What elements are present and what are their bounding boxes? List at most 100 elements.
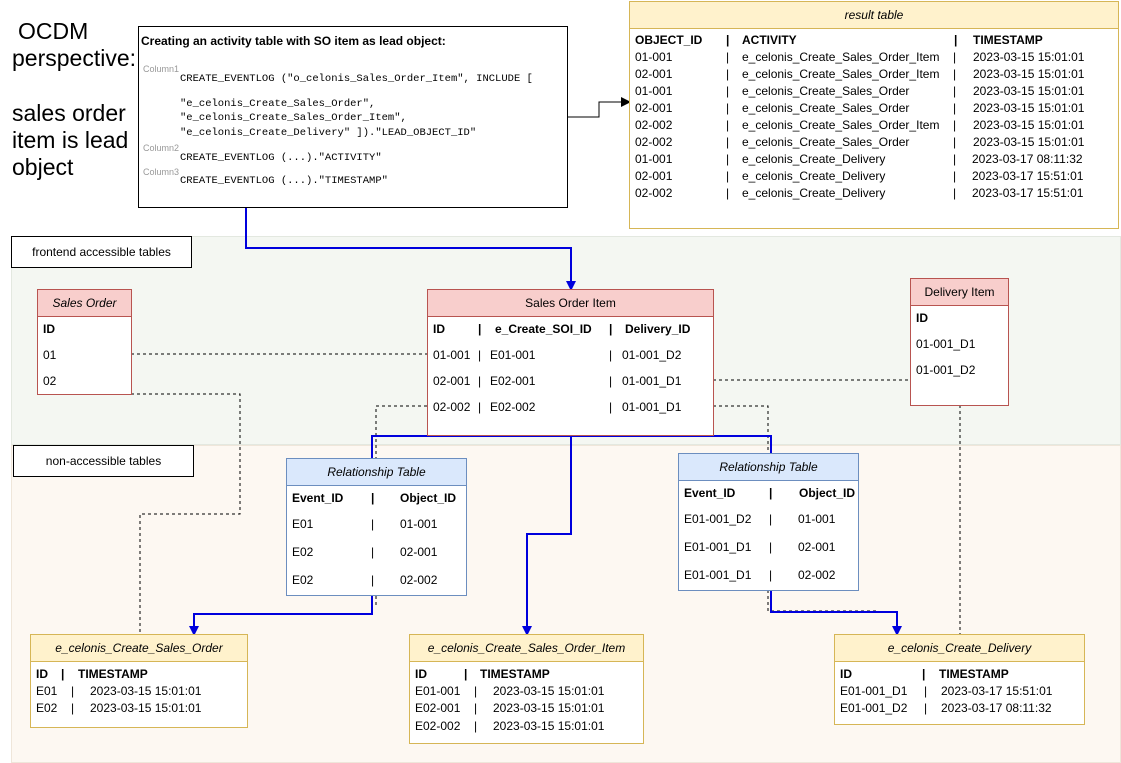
rel-header-event-id: Event_ID — [292, 491, 344, 505]
result-cell-timestamp: 2023-03-15 15:01:01 — [973, 84, 1085, 98]
soi-cell-sep: | — [609, 400, 613, 414]
result-header-timestamp: TIMESTAMP — [973, 33, 1043, 47]
result-row: 02-001|e_celonis_Create_Delivery|2023-03… — [630, 169, 1118, 186]
sales-order-title: Sales Order — [38, 290, 131, 317]
result-cell-sep: | — [726, 118, 730, 132]
event-cell-id: E01-001_D1 — [840, 684, 908, 698]
result-cell-object-id: 02-001 — [635, 169, 673, 183]
result-cell-activity: e_celonis_Create_Sales_Order — [742, 84, 910, 98]
event-cell-timestamp: 2023-03-15 15:01:01 — [90, 684, 202, 698]
soi-cell-sep: | — [478, 374, 482, 388]
rel-cell-event-id: E01-001_D1 — [684, 568, 752, 582]
relationship-row: E01-001_D1|02-001 — [679, 540, 858, 557]
flow-arrows — [189, 208, 902, 636]
soi-cell-event-id: E02-002 — [490, 400, 536, 414]
relationship-table-title: Relationship Table — [679, 454, 858, 481]
rel-cell-object-id: 01-001 — [400, 517, 438, 531]
non-accessible-zone-label: non-accessible tables — [13, 445, 194, 477]
delivery-item-header-id: ID — [916, 311, 928, 325]
perspective-caption: OCDM perspective: sales order item is le… — [12, 18, 142, 181]
result-cell-sep: | — [953, 67, 957, 81]
column1-code-line2: "e_celonis_Create_Sales_Order", — [180, 98, 376, 110]
rel-header-event-id: Event_ID — [684, 486, 736, 500]
result-cell-object-id: 01-001 — [635, 50, 673, 64]
result-cell-sep: | — [953, 152, 957, 166]
soi-header-delivery-id: Delivery_ID — [625, 322, 691, 336]
perspective-line-1: OCDM — [18, 18, 89, 44]
sales-order-item-table: Sales Order Item ID | e_Create_SOI_ID | … — [427, 289, 714, 436]
event-cell-sep: | — [474, 684, 478, 698]
event-row: E02-002|2023-03-15 15:01:01 — [410, 719, 643, 736]
event-cell-sep: | — [71, 701, 75, 715]
event-cell-id: E01-001_D2 — [840, 701, 908, 715]
event-cell-timestamp: 2023-03-15 15:01:01 — [493, 719, 605, 733]
result-cell-object-id: 02-002 — [635, 118, 673, 132]
soi-cell-event-id: E01-001 — [490, 348, 536, 362]
result-cell-activity: e_celonis_Create_Delivery — [742, 152, 886, 166]
event-header-timestamp: TIMESTAMP — [939, 667, 1009, 681]
result-cell-sep: | — [726, 84, 730, 98]
result-cell-sep: | — [953, 101, 957, 115]
result-cell-sep: | — [726, 101, 730, 115]
result-row: 01-001|e_celonis_Create_Sales_Order|2023… — [630, 84, 1118, 101]
result-cell-object-id: 02-002 — [635, 135, 673, 149]
relationship-table-delivery: Relationship Table Event_ID | Object_ID … — [678, 453, 859, 591]
sales-order-table: Sales Order ID 01 02 — [37, 289, 132, 395]
result-cell-sep: | — [726, 186, 730, 200]
event-table-header: ID | TIMESTAMP — [31, 667, 247, 684]
result-row: 01-001|e_celonis_Create_Delivery|2023-03… — [630, 152, 1118, 169]
code-title: Creating an activity table with SO item … — [141, 34, 446, 48]
event-table-create-sales-order-item: e_celonis_Create_Sales_Order_Item ID | T… — [409, 634, 644, 744]
event-cell-timestamp: 2023-03-15 15:01:01 — [493, 701, 605, 715]
result-cell-activity: e_celonis_Create_Sales_Order_Item — [742, 67, 940, 81]
result-header-activity: ACTIVITY — [742, 33, 797, 47]
perspective-line-3: sales order — [12, 100, 126, 126]
result-cell-sep: | — [953, 50, 957, 64]
delivery-item-header: ID — [911, 311, 1008, 328]
event-cell-sep: | — [924, 701, 928, 715]
rel-cell-sep: | — [371, 573, 375, 587]
soi-cell-delivery-id: 01-001_D2 — [622, 348, 682, 362]
soi-cell-delivery-id: 01-001_D1 — [622, 374, 682, 388]
column3-code: CREATE_EVENTLOG (...)."TIMESTAMP" — [180, 175, 388, 187]
soi-cell-event-id: E02-001 — [490, 374, 536, 388]
sales-order-item-row: 02-002|E02-002|01-001_D1 — [428, 400, 713, 417]
result-cell-object-id: 01-001 — [635, 84, 673, 98]
perspective-line-5: object — [12, 154, 74, 180]
result-table-header: OBJECT_ID | ACTIVITY | TIMESTAMP — [630, 33, 1118, 50]
relationship-row: E01|01-001 — [287, 517, 466, 534]
result-cell-timestamp: 2023-03-17 15:51:01 — [972, 186, 1084, 200]
rel-header-object-id: Object_ID — [799, 486, 856, 500]
relation-line-soi-rel1 — [375, 405, 427, 458]
result-row: 02-002|e_celonis_Create_Sales_Order_Item… — [630, 118, 1118, 135]
delivery-item-row: 01-001_D1 — [911, 337, 1008, 354]
result-cell-sep: | — [726, 169, 730, 183]
rel-cell-object-id: 02-002 — [400, 573, 438, 587]
relation-line-rel2-event — [767, 590, 878, 612]
result-row: 01-001|e_celonis_Create_Sales_Order_Item… — [630, 50, 1118, 67]
result-cell-sep: | — [726, 135, 730, 149]
relationship-row: E02|02-002 — [287, 573, 466, 590]
flow-arrow-to-soi-event — [522, 436, 572, 636]
sales-order-cell-id: 01 — [43, 348, 57, 362]
perspective-line-4: item is lead — [12, 127, 129, 153]
event-header-timestamp: TIMESTAMP — [78, 667, 148, 681]
rel-cell-object-id: 02-001 — [798, 540, 836, 554]
soi-cell-id: 01-001 — [433, 348, 471, 362]
result-cell-object-id: 02-002 — [635, 186, 673, 200]
relationship-row: E02|02-001 — [287, 545, 466, 562]
event-cell-sep: | — [71, 684, 75, 698]
event-row: E01|2023-03-15 15:01:01 — [31, 684, 247, 701]
soi-cell-sep: | — [478, 348, 482, 362]
event-header-id: ID — [415, 667, 427, 681]
result-cell-object-id: 02-001 — [635, 67, 673, 81]
event-header-sep: | — [464, 667, 468, 681]
column1-code-line4: "e_celonis_Create_Delivery" ])."LEAD_OBJ… — [180, 127, 477, 139]
rel-cell-sep: | — [371, 545, 375, 559]
event-row: E02-001|2023-03-15 15:01:01 — [410, 701, 643, 718]
result-cell-timestamp: 2023-03-15 15:01:01 — [973, 50, 1085, 64]
soi-header-sep: | — [609, 322, 613, 336]
event-header-id: ID — [840, 667, 852, 681]
column3-label: Column3 — [143, 167, 180, 177]
delivery-item-row: 01-001_D2 — [911, 363, 1008, 380]
